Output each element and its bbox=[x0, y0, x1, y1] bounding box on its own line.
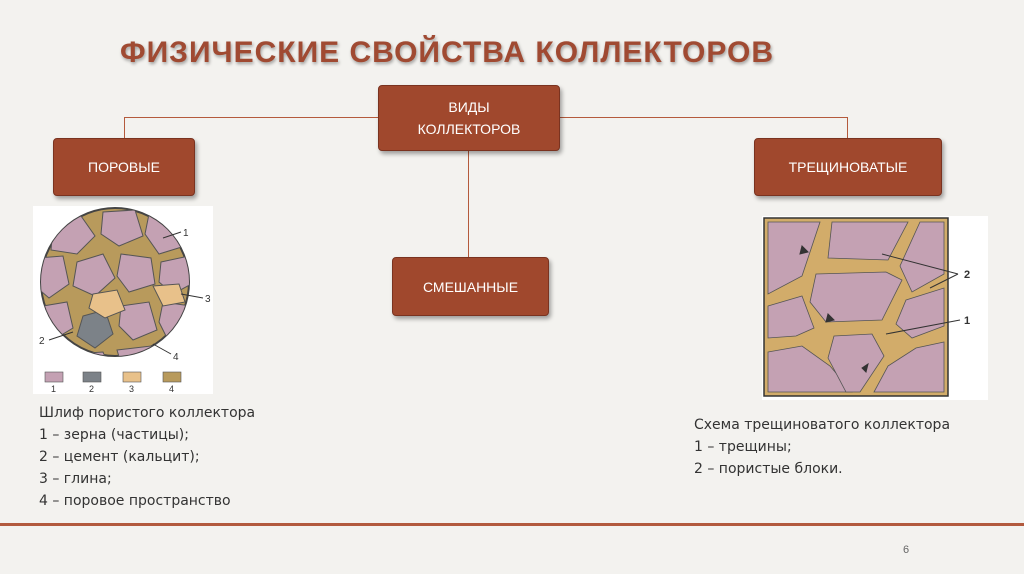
fractured-label-2: 2 bbox=[964, 269, 970, 281]
box-mixed-label: СМЕШАННЫЕ bbox=[422, 278, 519, 295]
box-collector-types-line1: ВИДЫ bbox=[448, 99, 490, 115]
slide-title: ФИЗИЧЕСКИЕ СВОЙСТВА КОЛЛЕКТОРОВ bbox=[120, 36, 774, 69]
bottom-divider bbox=[0, 523, 1024, 526]
fractured-label-1: 1 bbox=[964, 315, 970, 327]
box-porous[interactable]: ПОРОВЫЕ bbox=[53, 138, 195, 196]
porous-label-2: 2 bbox=[39, 336, 45, 347]
porous-caption-line-5: 4 – поровое пространство bbox=[39, 493, 231, 509]
porous-legend-2: 2 bbox=[89, 384, 94, 394]
box-mixed[interactable]: СМЕШАННЫЕ bbox=[392, 257, 549, 316]
fractured-caption-line-1: Схема трещиноватого коллектора bbox=[694, 417, 951, 433]
porous-caption: Шлиф пористого коллектора 1 – зерна (час… bbox=[39, 402, 255, 512]
porous-thin-section-figure: 1 2 3 4 1 2 3 4 bbox=[33, 206, 213, 394]
fractured-caption-line-2: 1 – трещины; bbox=[694, 439, 792, 455]
fractured-caption-line-3: 2 – пористые блоки. bbox=[694, 461, 843, 477]
box-collector-types[interactable]: ВИДЫ КОЛЛЕКТОРОВ bbox=[378, 85, 560, 151]
connector-right-vertical bbox=[847, 117, 848, 138]
porous-legend-4: 4 bbox=[169, 384, 174, 394]
porous-legend-1: 1 bbox=[51, 384, 56, 394]
page-number: 6 bbox=[903, 544, 910, 556]
porous-label-4: 4 bbox=[173, 352, 179, 363]
fractured-collector-figure: 2 1 bbox=[762, 216, 988, 400]
connector-left-vertical bbox=[124, 117, 125, 138]
fractured-caption: Схема трещиноватого коллектора 1 – трещи… bbox=[694, 414, 950, 480]
porous-caption-line-4: 3 – глина; bbox=[39, 471, 112, 487]
porous-caption-line-3: 2 – цемент (кальцит); bbox=[39, 449, 200, 465]
porous-caption-line-2: 1 – зерна (частицы); bbox=[39, 427, 189, 443]
box-fractured-label: ТРЕЩИНОВАТЫЕ bbox=[788, 159, 908, 175]
connector-center-vertical bbox=[468, 150, 469, 257]
box-fractured[interactable]: ТРЕЩИНОВАТЫЕ bbox=[754, 138, 942, 196]
porous-label-1: 1 bbox=[183, 228, 189, 239]
box-porous-label: ПОРОВЫЕ bbox=[88, 159, 160, 175]
box-collector-types-line2: КОЛЛЕКТОРОВ bbox=[417, 121, 521, 137]
porous-legend-3: 3 bbox=[129, 384, 134, 394]
porous-caption-line-1: Шлиф пористого коллектора bbox=[39, 405, 256, 421]
porous-label-3: 3 bbox=[205, 294, 211, 305]
